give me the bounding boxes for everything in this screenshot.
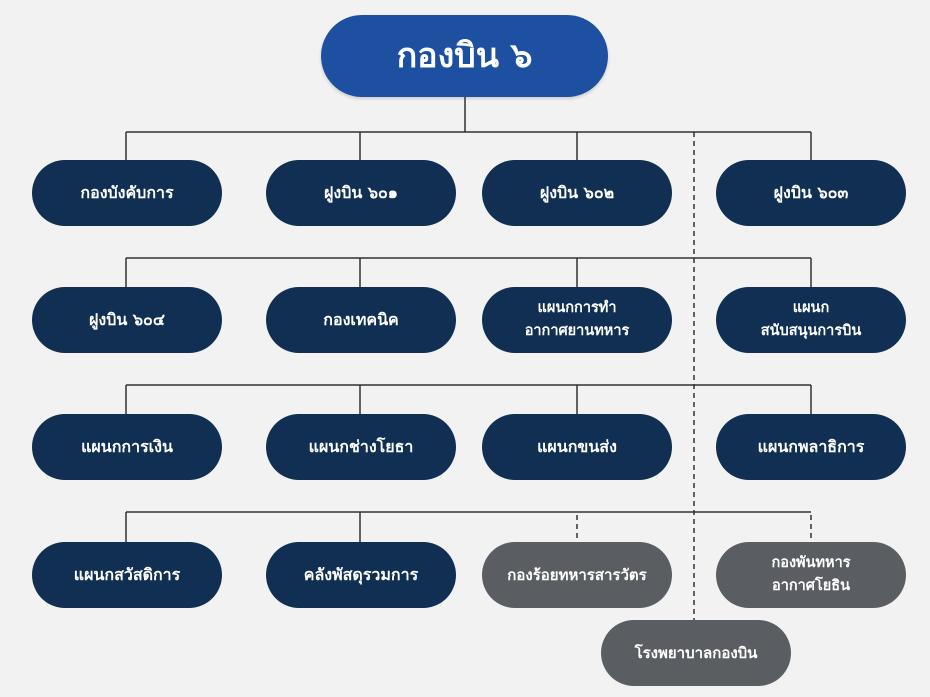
node-label: ฝูงบิน ๖๐๔ (89, 310, 165, 329)
root-label: กองบิน ๖ (396, 35, 533, 76)
node-label-line2: อากาศโยธิน (771, 578, 851, 594)
node-label: ฝูงบิน ๖๐๑ (324, 183, 398, 202)
node-civil-engineering-section: แผนกช่างโยธา (266, 414, 456, 480)
node-squadron-604: ฝูงบิน ๖๐๔ (32, 287, 222, 353)
node-aircraft-operations-section: แผนกการทำ อากาศยานทหาร (482, 287, 672, 353)
node-label-line1: กองพันทหาร (771, 554, 851, 571)
node-label: แผนกพลาธิการ (757, 437, 865, 456)
node-label: ฝูงบิน ๖๐๒ (539, 183, 615, 202)
node-label-line1: แผนก (792, 299, 830, 316)
node-label-line1: แผนกการทำ (537, 299, 617, 316)
node-label-line2: สนับสนุนการบิน (760, 323, 862, 339)
node-label: แผนกช่างโยธา (308, 437, 414, 456)
dashed-connectors (576, 132, 812, 621)
node-wing-hospital: โรงพยาบาลกองบิน (601, 620, 791, 686)
node-squadron-602: ฝูงบิน ๖๐๒ (482, 160, 672, 226)
node-label: กองเทคนิค (323, 310, 399, 329)
root-node: กองบิน ๖ (321, 15, 608, 97)
node-label: แผนกการเงิน (81, 437, 173, 456)
node-squadron-601: ฝูงบิน ๖๐๑ (266, 160, 456, 226)
node-command-hq: กองบังคับการ (32, 160, 222, 226)
node-welfare-section: แผนกสวัสดิการ (32, 542, 222, 608)
node-label: แผนกสวัสดิการ (73, 565, 181, 584)
node-label: แผนกขนส่ง (537, 437, 617, 456)
node-military-police-company: กองร้อยทหารสารวัตร (482, 542, 672, 608)
node-general-depot: คลังพัสดุรวมการ (266, 542, 456, 608)
node-squadron-603: ฝูงบิน ๖๐๓ (716, 160, 906, 226)
node-label: ฝูงบิน ๖๐๓ (773, 183, 849, 202)
node-security-forces-battalion: กองพันทหาร อากาศโยธิน (716, 542, 906, 608)
node-finance-section: แผนกการเงิน (32, 414, 222, 480)
node-label: โรงพยาบาลกองบิน (634, 643, 758, 662)
node-label: กองบังคับการ (80, 183, 174, 202)
node-label: กองร้อยทหารสารวัตร (507, 565, 647, 584)
node-flight-support-section: แผนก สนับสนุนการบิน (716, 287, 906, 353)
node-technical-division: กองเทคนิค (266, 287, 456, 353)
node-label-line2: อากาศยานทหาร (524, 323, 630, 339)
node-label: คลังพัสดุรวมการ (303, 565, 419, 584)
solid-connectors (125, 96, 812, 543)
node-transport-section: แผนกขนส่ง (482, 414, 672, 480)
node-quartermaster-section: แผนกพลาธิการ (716, 414, 906, 480)
